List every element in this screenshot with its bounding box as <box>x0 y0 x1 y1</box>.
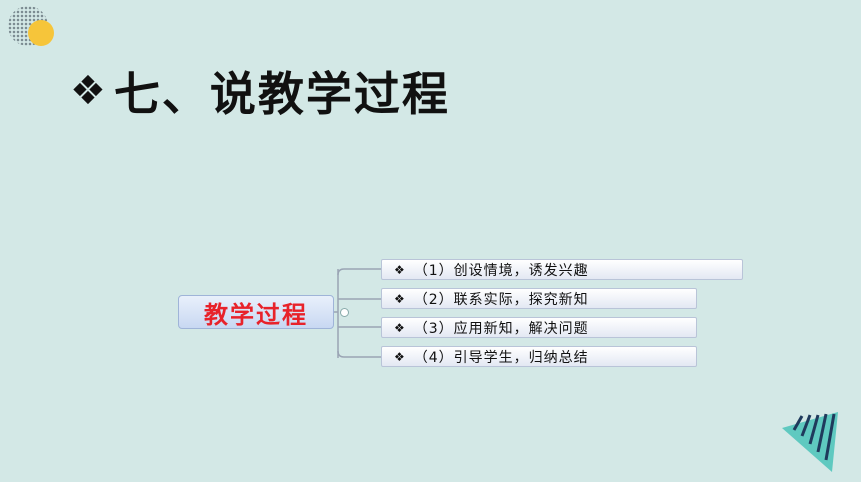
mindmap-branch-4[interactable]: ❖ （4）引导学生，归纳总结 <box>381 346 697 367</box>
connector-branch-4 <box>337 350 381 358</box>
collapse-toggle[interactable] <box>340 308 349 317</box>
branch-label: （3）应用新知，解决问题 <box>413 320 589 337</box>
decorative-triangle-stripes <box>782 412 838 472</box>
diamond-bullet-icon: ❖ <box>394 291 406 306</box>
branch-label: （4）引导学生，归纳总结 <box>413 349 589 366</box>
branch-label: （1）创设情境，诱发兴趣 <box>413 262 589 279</box>
mindmap-branch-1[interactable]: ❖ （1）创设情境，诱发兴趣 <box>381 259 743 280</box>
slide-title: ❖ 七、说教学过程 <box>70 58 450 124</box>
mindmap-branch-3[interactable]: ❖ （3）应用新知，解决问题 <box>381 317 697 338</box>
diamond-bullet-icon: ❖ <box>394 262 406 277</box>
diamond-bullet-icon: ❖ <box>70 68 108 114</box>
mindmap-root-node[interactable]: 教学过程 <box>178 295 334 329</box>
connector-trunk <box>334 269 339 358</box>
connector-branch-1 <box>337 268 381 276</box>
branch-label: （2）联系实际，探究新知 <box>413 291 589 308</box>
diamond-bullet-icon: ❖ <box>394 349 406 364</box>
root-node-label: 教学过程 <box>204 300 308 329</box>
decorative-yellow-circle <box>28 20 54 46</box>
diamond-bullet-icon: ❖ <box>394 320 406 335</box>
mindmap-branch-2[interactable]: ❖ （2）联系实际，探究新知 <box>381 288 697 309</box>
slide-title-text: 七、说教学过程 <box>113 67 450 121</box>
